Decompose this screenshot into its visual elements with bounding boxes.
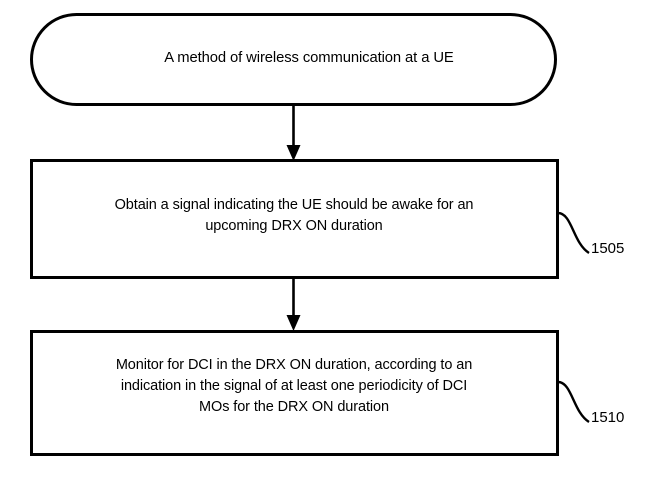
leader-1505-line [557, 211, 590, 255]
step-1505-label: Obtain a signal indicating the UE should… [114, 197, 474, 234]
start-terminator-label: A method of wireless communication at a … [164, 50, 454, 66]
arrow-start-to-1505 [286, 104, 301, 161]
reference-numeral-1505: 1505 [591, 240, 625, 257]
arrow-1505-to-1510 [286, 277, 301, 331]
step-1505-shape [30, 159, 559, 279]
step-1510-label: Monitor for DCI in the DRX ON duration, … [115, 357, 473, 415]
step-1510-shape [30, 330, 559, 456]
leader-1510-line [557, 380, 590, 424]
reference-numeral-1510: 1510 [591, 409, 625, 426]
